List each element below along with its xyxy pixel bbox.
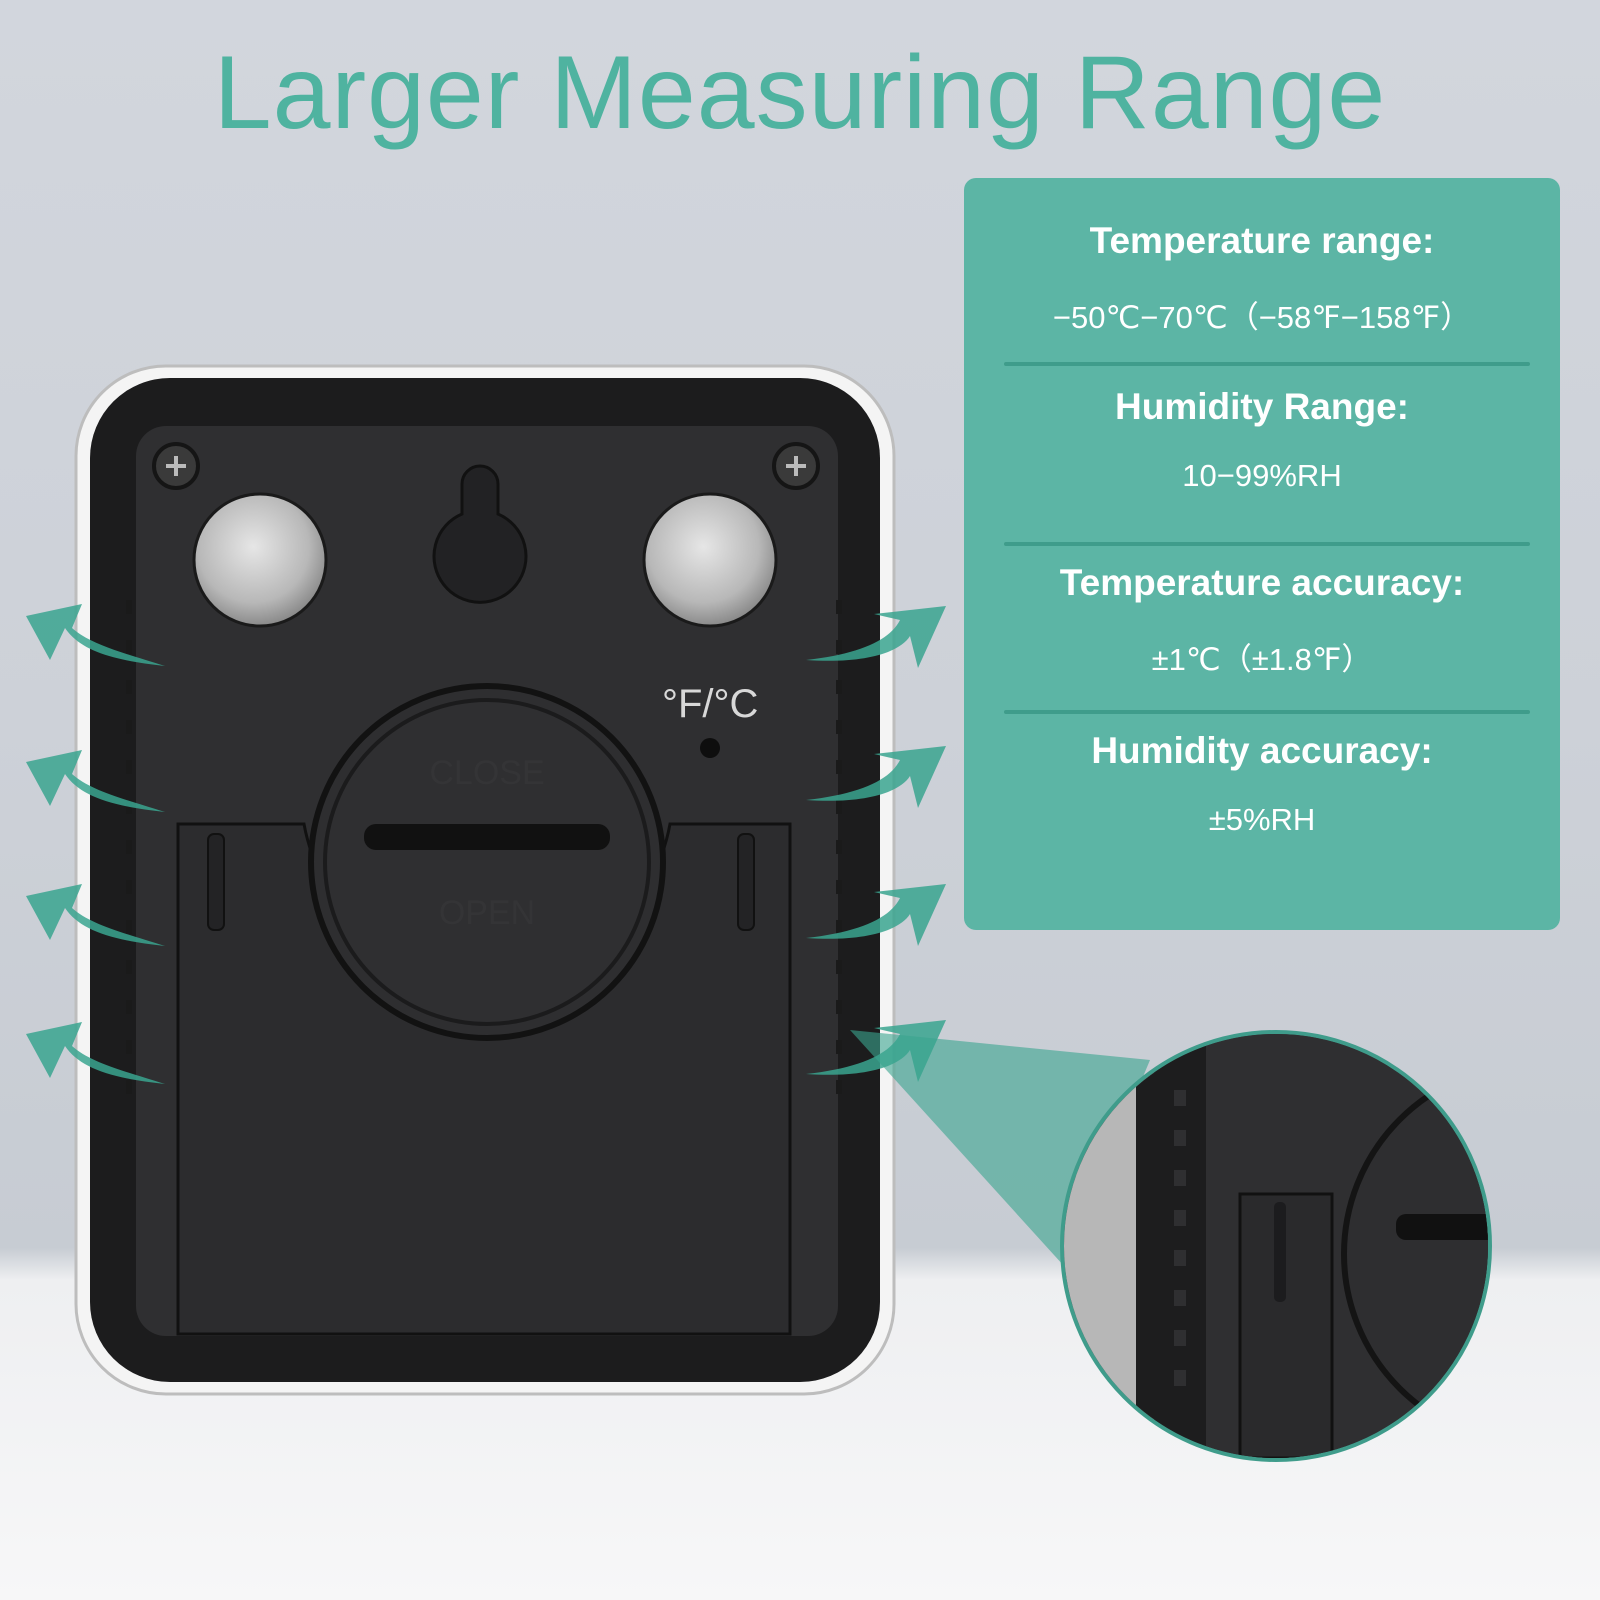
arrow-icon	[26, 1022, 165, 1084]
arrow-icon	[806, 746, 946, 808]
spec-value: ±5%RH	[1208, 802, 1316, 837]
spec-label: Temperature range:	[1089, 220, 1435, 261]
spec-value: −50℃−70℃（−58℉−158℉）	[1052, 300, 1472, 335]
spec-value: ±1℃（±1.8℉）	[1151, 642, 1373, 677]
arrow-icon	[806, 1020, 946, 1082]
divider	[1004, 362, 1530, 366]
spec-panel: Temperature range: −50℃−70℃（−58℉−158℉） H…	[964, 178, 1560, 930]
spec-label: Humidity accuracy:	[1091, 730, 1433, 771]
spec-label: Humidity Range:	[1115, 386, 1409, 427]
divider	[1004, 542, 1530, 546]
screw-icon	[152, 442, 200, 490]
spec-temperature-range: Temperature range: −50℃−70℃（−58℉−158℉）	[964, 220, 1560, 337]
open-label: OPEN	[439, 894, 535, 932]
close-label: CLOSE	[429, 754, 544, 792]
spec-value: 10−99%RH	[1182, 458, 1342, 493]
divider	[1004, 710, 1530, 714]
spec-temperature-accuracy: Temperature accuracy: ±1℃（±1.8℉）	[964, 562, 1560, 679]
spec-label: Temperature accuracy:	[1059, 562, 1465, 603]
arrow-icon	[26, 604, 165, 666]
spec-humidity-accuracy: Humidity accuracy: ±5%RH	[964, 730, 1560, 838]
arrow-icon	[806, 606, 946, 668]
spec-humidity-range: Humidity Range: 10−99%RH	[964, 386, 1560, 494]
headline: Larger Measuring Range	[213, 35, 1387, 151]
device-back-image: CLOSE OPEN	[74, 364, 896, 1396]
screw-icon	[772, 442, 820, 490]
zoom-callout	[1060, 1030, 1492, 1462]
arrow-icon	[806, 884, 946, 946]
unit-toggle-label: °F/°C	[662, 682, 759, 726]
arrow-icon	[26, 884, 165, 946]
arrow-icon	[26, 750, 165, 812]
